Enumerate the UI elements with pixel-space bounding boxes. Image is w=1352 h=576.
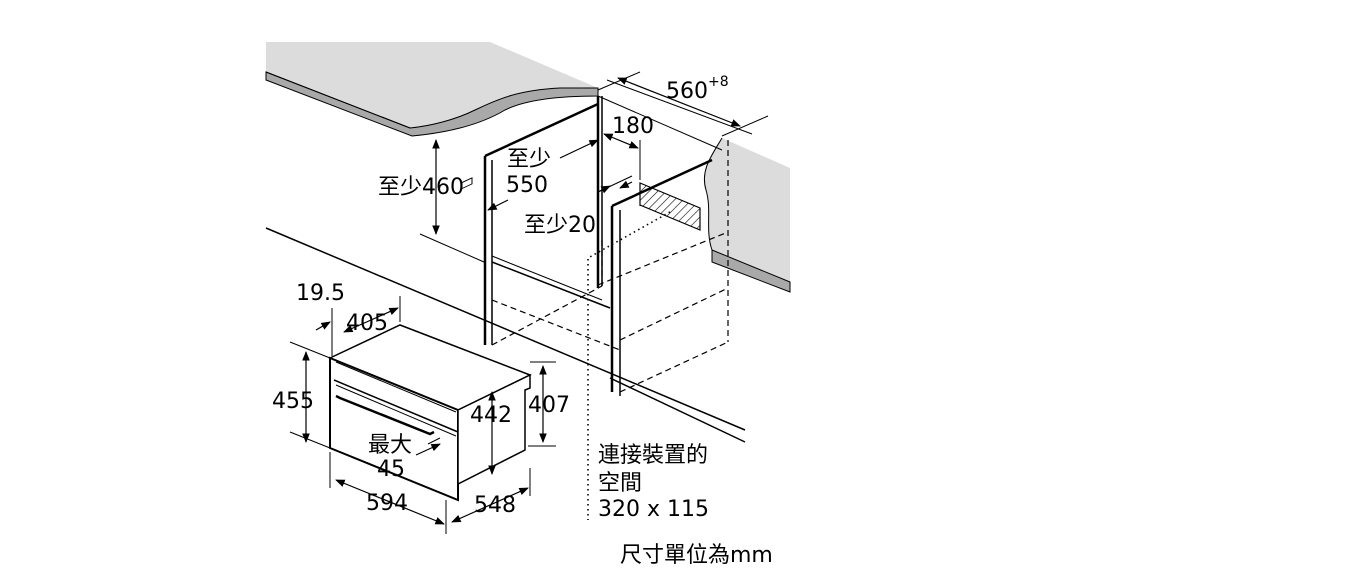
oven-appliance	[328, 177, 532, 502]
dim-180: 180	[612, 114, 654, 139]
connection-leader	[587, 211, 671, 520]
dim-min-550-label: 至少	[507, 147, 551, 172]
dim-19-5: 19.5	[296, 281, 345, 306]
dim-405: 405	[346, 311, 388, 336]
connection-cutout	[639, 182, 701, 231]
dim-560: 560	[666, 79, 708, 104]
dim-min-460: 至少460	[378, 175, 464, 200]
dim-min-550-value: 550	[506, 173, 548, 198]
units-note: 尺寸單位為mm	[620, 543, 773, 568]
dim-max-45-label: 最大	[368, 433, 412, 458]
dim-594: 594	[366, 491, 408, 516]
connection-note-line3: 320 x 115	[598, 497, 709, 522]
dim-max-45-value: 45	[377, 457, 405, 482]
dimension-lines	[289, 71, 769, 534]
right-countertop	[704, 137, 791, 293]
dim-560-tolerance: +8	[708, 74, 729, 90]
connection-note-line1: 連接裝置的	[598, 443, 708, 468]
dim-407: 407	[528, 393, 570, 418]
cabinet-base-lines	[265, 227, 746, 443]
dim-min-20: 至少20	[524, 213, 596, 238]
dim-455: 455	[272, 389, 314, 414]
cabinet-niche	[483, 95, 729, 396]
connection-note-line2: 空間	[598, 471, 642, 496]
dim-442: 442	[470, 403, 512, 428]
left-countertop	[265, 42, 599, 137]
dim-548: 548	[474, 493, 516, 518]
